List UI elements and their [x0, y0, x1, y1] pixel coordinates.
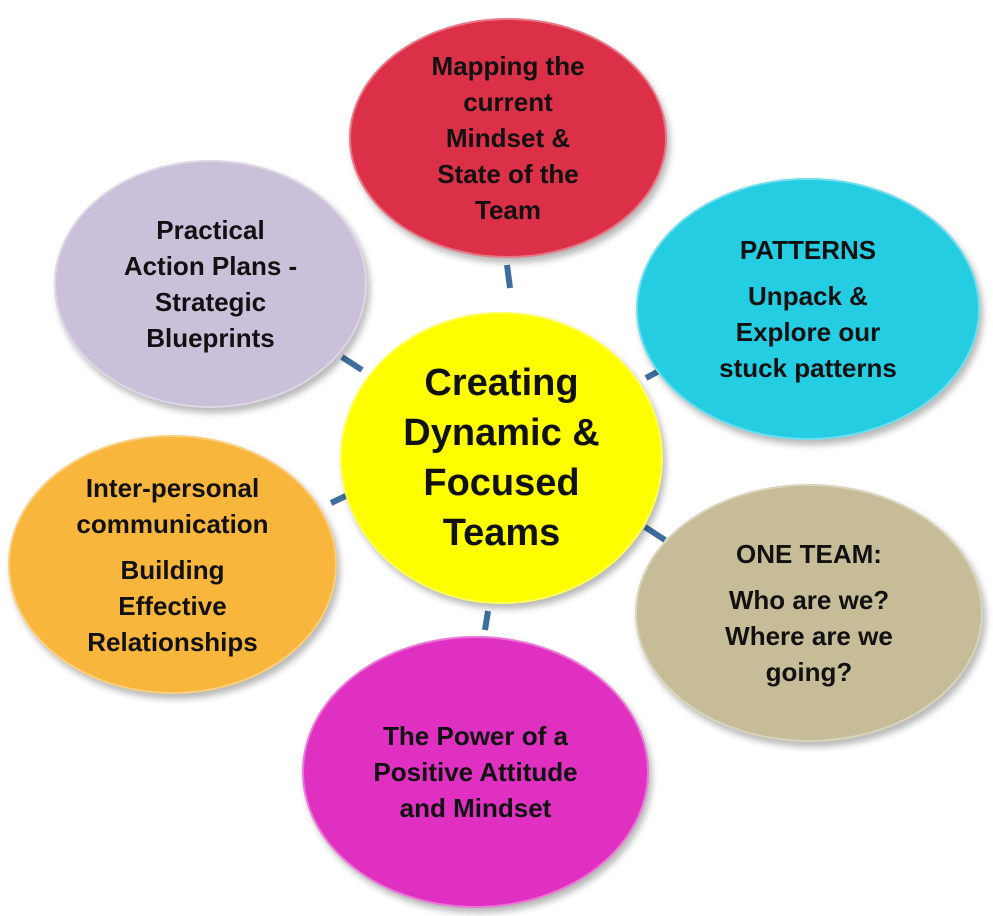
bubble-action-plans: Practical Action Plans - Strategic Bluep…: [54, 160, 367, 408]
bubble-top-left-line-1: Practical: [156, 215, 265, 245]
bubble-left-line-2: Effective: [118, 590, 227, 621]
connector-bottom: [482, 610, 491, 631]
bubble-top-left-line-4: Blueprints: [146, 323, 275, 353]
bubble-top-line-5: Team: [475, 195, 541, 225]
bubble-interpersonal: Inter-personal communication Building Ef…: [8, 435, 337, 694]
bubble-bottom-right-line-3: going?: [765, 657, 853, 687]
bubble-bottom-line-1: The Power of a: [383, 721, 568, 751]
bubble-right-line-1: Unpack &: [748, 281, 868, 311]
bubble-bottom-line-3: and Mindset: [399, 793, 552, 823]
center-bubble: Creating Dynamic & Focused Teams: [340, 312, 663, 604]
bubble-right-line-2: Explore our: [735, 317, 881, 347]
bubble-patterns: PATTERNS Unpack & Explore our stuck patt…: [636, 178, 980, 440]
bubble-bottom-right-line-2: Where are we: [725, 621, 893, 651]
connector-top-left: [340, 354, 364, 373]
bubble-top-line-1: Mapping the: [431, 51, 585, 81]
bubble-top-left-line-2: Action Plans -: [123, 251, 298, 281]
bubble-top-line-2: current: [463, 87, 553, 117]
bubble-bottom-right-line-1: Who are we?: [728, 585, 890, 615]
center-line-2: Dynamic &: [403, 412, 600, 454]
connector-bottom-right: [643, 524, 667, 543]
bubble-left-line-1: Building: [120, 554, 225, 585]
bubble-top-left-line-3: Strategic: [154, 287, 267, 317]
bubble-left-heading-1: Inter-personal: [85, 472, 260, 503]
bubble-positive-attitude: The Power of a Positive Attitude and Min…: [302, 636, 649, 908]
bubble-top-line-4: State of the: [437, 159, 579, 189]
bubble-right-line-3: stuck patterns: [719, 353, 897, 383]
bubble-one-team: ONE TEAM: Who are we? Where are we going…: [635, 484, 983, 742]
bubble-right-heading: PATTERNS: [739, 235, 877, 265]
bubble-left-line-3: Relationships: [87, 626, 258, 657]
bubble-left-heading-2: communication: [76, 508, 269, 539]
center-line-1: Creating: [424, 362, 579, 404]
connector-top: [504, 264, 513, 289]
bubble-bottom-line-2: Positive Attitude: [373, 757, 578, 787]
bubble-mapping-mindset: Mapping the current Mindset & State of t…: [349, 18, 667, 258]
bubble-top-line-3: Mindset &: [445, 123, 571, 153]
center-line-4: Teams: [442, 512, 561, 554]
center-line-3: Focused: [423, 462, 580, 504]
bubble-bottom-right-heading: ONE TEAM:: [736, 539, 882, 569]
